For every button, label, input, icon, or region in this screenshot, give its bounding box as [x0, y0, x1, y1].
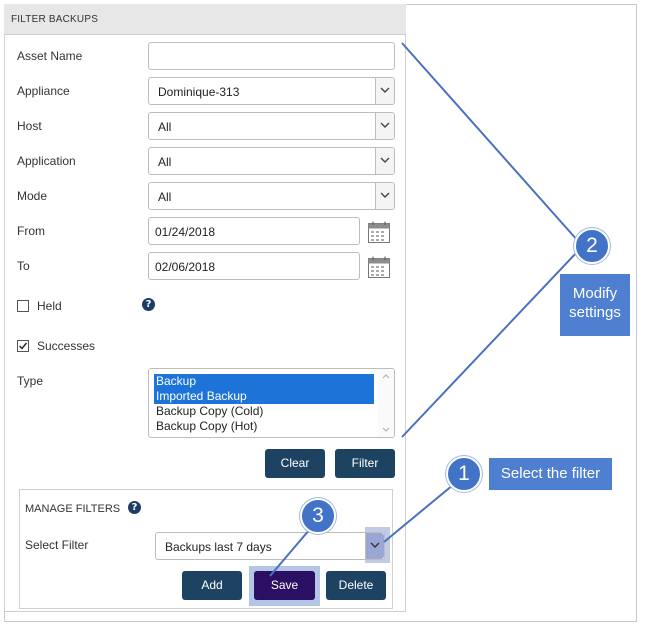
select-filter-dropdown[interactable]: Backups last 7 days	[155, 532, 385, 560]
from-date-value: 01/24/2018	[155, 225, 216, 239]
to-date-value: 02/06/2018	[155, 260, 216, 274]
type-listbox[interactable]: Backup Imported Backup Backup Copy (Cold…	[148, 368, 395, 438]
mode-label: Mode	[17, 189, 48, 203]
from-label: From	[17, 224, 45, 238]
asset-name-input[interactable]	[148, 42, 395, 70]
callout-1-box: Select the filter	[489, 458, 612, 490]
successes-checkbox[interactable]	[17, 340, 29, 352]
select-filter-value: Backups last 7 days	[165, 540, 272, 554]
add-button[interactable]: Add	[182, 571, 242, 600]
held-label: Held	[37, 299, 62, 313]
panel-header: FILTER BACKUPS	[4, 4, 406, 35]
type-option-imported-backup[interactable]: Imported Backup	[154, 389, 374, 404]
held-checkbox[interactable]	[17, 300, 29, 312]
calendar-icon[interactable]	[368, 221, 390, 243]
to-label: To	[17, 259, 30, 273]
clear-button[interactable]: Clear	[265, 449, 325, 478]
type-option-backup-copy-cold[interactable]: Backup Copy (Cold)	[156, 404, 264, 418]
callout-2-line2: settings	[569, 304, 621, 321]
type-option-backup[interactable]: Backup	[154, 374, 374, 389]
question-circle-icon[interactable]: ?	[142, 298, 155, 311]
delete-button[interactable]: Delete	[326, 571, 386, 600]
host-select[interactable]: All	[148, 112, 395, 140]
chevron-down-icon[interactable]	[375, 148, 394, 174]
callout-2-badge: 2	[574, 228, 610, 264]
chevron-down-icon[interactable]	[365, 533, 384, 559]
application-select[interactable]: All	[148, 147, 395, 175]
callout-3-badge: 3	[300, 498, 336, 534]
to-date-input[interactable]: 02/06/2018	[148, 252, 360, 280]
type-label: Type	[17, 374, 44, 388]
callout-1-badge: 1	[446, 456, 482, 492]
question-circle-icon[interactable]: ?	[128, 501, 141, 514]
successes-label: Successes	[37, 339, 96, 353]
application-label: Application	[17, 154, 76, 168]
appliance-label: Appliance	[17, 84, 70, 98]
filter-button[interactable]: Filter	[335, 449, 395, 478]
checkmark-icon	[19, 342, 28, 350]
host-label: Host	[17, 119, 42, 133]
calendar-icon[interactable]	[368, 256, 390, 278]
panel-title: FILTER BACKUPS	[11, 14, 99, 25]
mode-select[interactable]: All	[148, 182, 395, 210]
chevron-down-icon[interactable]	[375, 113, 394, 139]
appliance-select[interactable]: Dominique-313	[148, 77, 395, 105]
type-option-backup-copy-hot[interactable]: Backup Copy (Hot)	[156, 419, 258, 433]
manage-filters-title: MANAGE FILTERS	[25, 503, 121, 515]
application-value: All	[158, 155, 172, 169]
chevron-down-icon[interactable]	[375, 78, 394, 104]
chevron-down-icon[interactable]	[375, 183, 394, 209]
from-date-input[interactable]: 01/24/2018	[148, 217, 360, 245]
appliance-value: Dominique-313	[158, 85, 240, 99]
listbox-scrollbar[interactable]	[378, 369, 394, 437]
callout-2-box: Modify settings	[560, 274, 630, 336]
save-button[interactable]: Save	[254, 571, 315, 600]
callout-2-line1: Modify	[572, 285, 618, 302]
select-filter-label: Select Filter	[25, 538, 89, 552]
mode-value: All	[158, 190, 172, 204]
host-value: All	[158, 120, 172, 134]
asset-name-label: Asset Name	[17, 49, 83, 63]
